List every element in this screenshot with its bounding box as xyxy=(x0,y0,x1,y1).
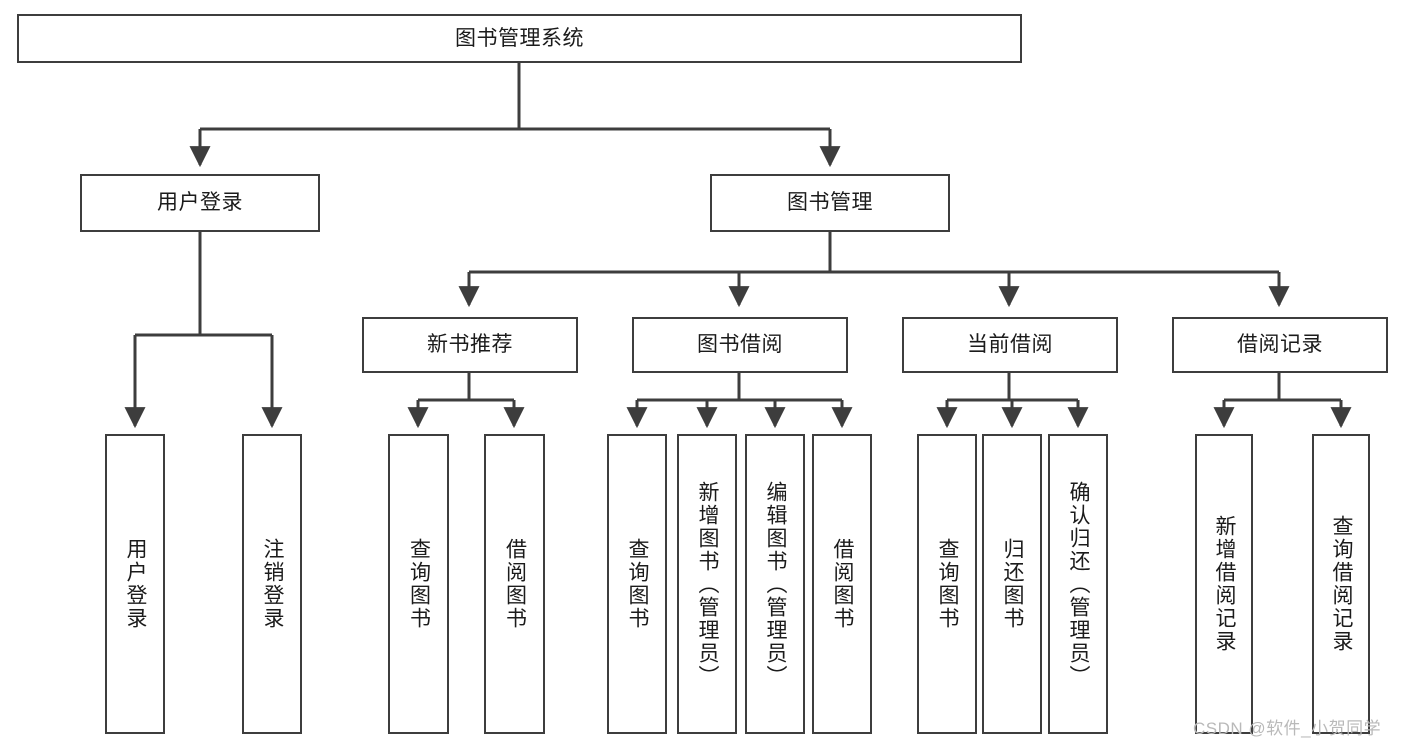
node-borrow-record[interactable]: 借阅记录 xyxy=(1172,317,1388,373)
node-leaf-query-book-2[interactable]: 查询图书 xyxy=(607,434,667,734)
node-label: 注销登录 xyxy=(261,538,285,630)
node-leaf-query-borrow-record[interactable]: 查询借阅记录 xyxy=(1312,434,1370,734)
node-label: 借阅记录 xyxy=(1237,333,1323,357)
node-leaf-query-book-3[interactable]: 查询图书 xyxy=(917,434,977,734)
node-leaf-query-book-1[interactable]: 查询图书 xyxy=(388,434,449,734)
node-leaf-confirm-return[interactable]: 确认归还（管理员） xyxy=(1048,434,1108,734)
node-leaf-add-book[interactable]: 新增图书（管理员） xyxy=(677,434,737,734)
node-leaf-logout-login[interactable]: 注销登录 xyxy=(242,434,302,734)
node-leaf-return-book[interactable]: 归还图书 xyxy=(982,434,1042,734)
node-book-management[interactable]: 图书管理 xyxy=(710,174,950,232)
node-leaf-user-login[interactable]: 用户登录 xyxy=(105,434,165,734)
node-label: 用户登录 xyxy=(124,538,148,630)
node-label: 当前借阅 xyxy=(967,333,1053,357)
node-label: 新增图书（管理员） xyxy=(696,480,720,688)
node-label: 编辑图书（管理员） xyxy=(764,480,788,688)
node-label: 图书管理 xyxy=(787,191,873,215)
node-label: 查询图书 xyxy=(407,538,431,630)
node-current-borrow[interactable]: 当前借阅 xyxy=(902,317,1118,373)
node-root-book-management-system[interactable]: 图书管理系统 xyxy=(17,14,1022,63)
node-leaf-edit-book[interactable]: 编辑图书（管理员） xyxy=(745,434,805,734)
node-label: 新书推荐 xyxy=(427,333,513,357)
node-user-login[interactable]: 用户登录 xyxy=(80,174,320,232)
node-label: 确认归还（管理员） xyxy=(1067,480,1091,688)
node-new-book-recommend[interactable]: 新书推荐 xyxy=(362,317,578,373)
node-label: 用户登录 xyxy=(157,191,243,215)
node-label: 图书管理系统 xyxy=(455,26,584,50)
node-label: 新增借阅记录 xyxy=(1213,515,1237,653)
node-label: 借阅图书 xyxy=(831,538,855,630)
node-leaf-add-borrow-record[interactable]: 新增借阅记录 xyxy=(1195,434,1253,734)
node-label: 查询图书 xyxy=(936,538,960,630)
node-book-borrow[interactable]: 图书借阅 xyxy=(632,317,848,373)
node-label: 归还图书 xyxy=(1001,538,1025,630)
node-label: 借阅图书 xyxy=(503,538,527,630)
node-leaf-borrow-book-1[interactable]: 借阅图书 xyxy=(484,434,545,734)
node-label: 查询图书 xyxy=(626,538,650,630)
node-label: 图书借阅 xyxy=(697,333,783,357)
node-label: 查询借阅记录 xyxy=(1330,515,1354,653)
node-leaf-borrow-book-2[interactable]: 借阅图书 xyxy=(812,434,872,734)
